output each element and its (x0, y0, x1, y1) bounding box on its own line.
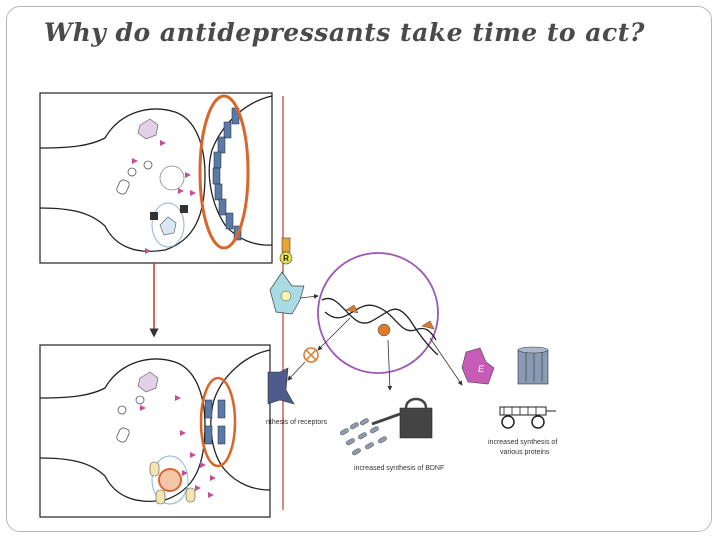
vesicle (127, 167, 137, 177)
bdnf-capsules (340, 418, 387, 456)
transporter (116, 179, 130, 195)
transcription-factor (345, 304, 359, 314)
transporter-cart-protein (499, 406, 556, 429)
synthesis-of-receptors-label: nthesis of receptors (266, 419, 328, 426)
receptor-r-label: R (283, 254, 289, 263)
neurotransmitters-bottom (140, 395, 216, 498)
vesicle-cluster (151, 202, 185, 248)
arrow-to-proteins (429, 337, 463, 386)
proteins-label-line1: increased synthesis of (488, 439, 557, 446)
transcription-factor (421, 320, 435, 330)
receptor-r: R (279, 237, 293, 265)
enzyme-protein (461, 347, 495, 385)
synapse-panel-bottom (39, 344, 271, 518)
arrow-to-receptor-synthesis (317, 317, 351, 351)
inhibition-symbol (303, 347, 319, 363)
mao-inhibited-highlight (158, 468, 182, 492)
bdnf-label: increased synthesis of BDNF (354, 465, 444, 472)
proteins-label-line2: various proteins (500, 449, 550, 456)
transcription-factor (377, 323, 391, 337)
enzyme-label: E (478, 364, 485, 374)
dna-strand (321, 297, 439, 356)
enzyme-top (159, 216, 177, 236)
presynaptic-terminal-bottom (39, 358, 206, 502)
watering-can-icon (371, 397, 433, 439)
synthesized-receptor (267, 367, 295, 405)
vesicle (117, 405, 127, 415)
receptor-highlight-bottom (199, 376, 237, 468)
dna-strand (324, 304, 437, 341)
postsynaptic-receptors-bottom (204, 399, 226, 445)
vesicle (135, 395, 145, 405)
receptor-highlight-top (198, 94, 250, 250)
ion-channel-protein (517, 346, 549, 385)
slide-title: Why do antidepressants take time to act? (44, 18, 645, 47)
enzyme-top (137, 118, 159, 140)
vesicle-large (159, 165, 185, 191)
transporter (116, 427, 130, 443)
presynaptic-terminal-top (39, 108, 206, 252)
vesicle (143, 160, 153, 170)
transporter-cluster (149, 461, 196, 505)
nucleus (317, 252, 439, 374)
arrow-to-bdnf (387, 339, 393, 391)
pump (150, 205, 188, 220)
enzyme-bottom (137, 371, 159, 393)
vesicle-cluster (151, 455, 189, 505)
synapse-panel-top (39, 92, 273, 264)
